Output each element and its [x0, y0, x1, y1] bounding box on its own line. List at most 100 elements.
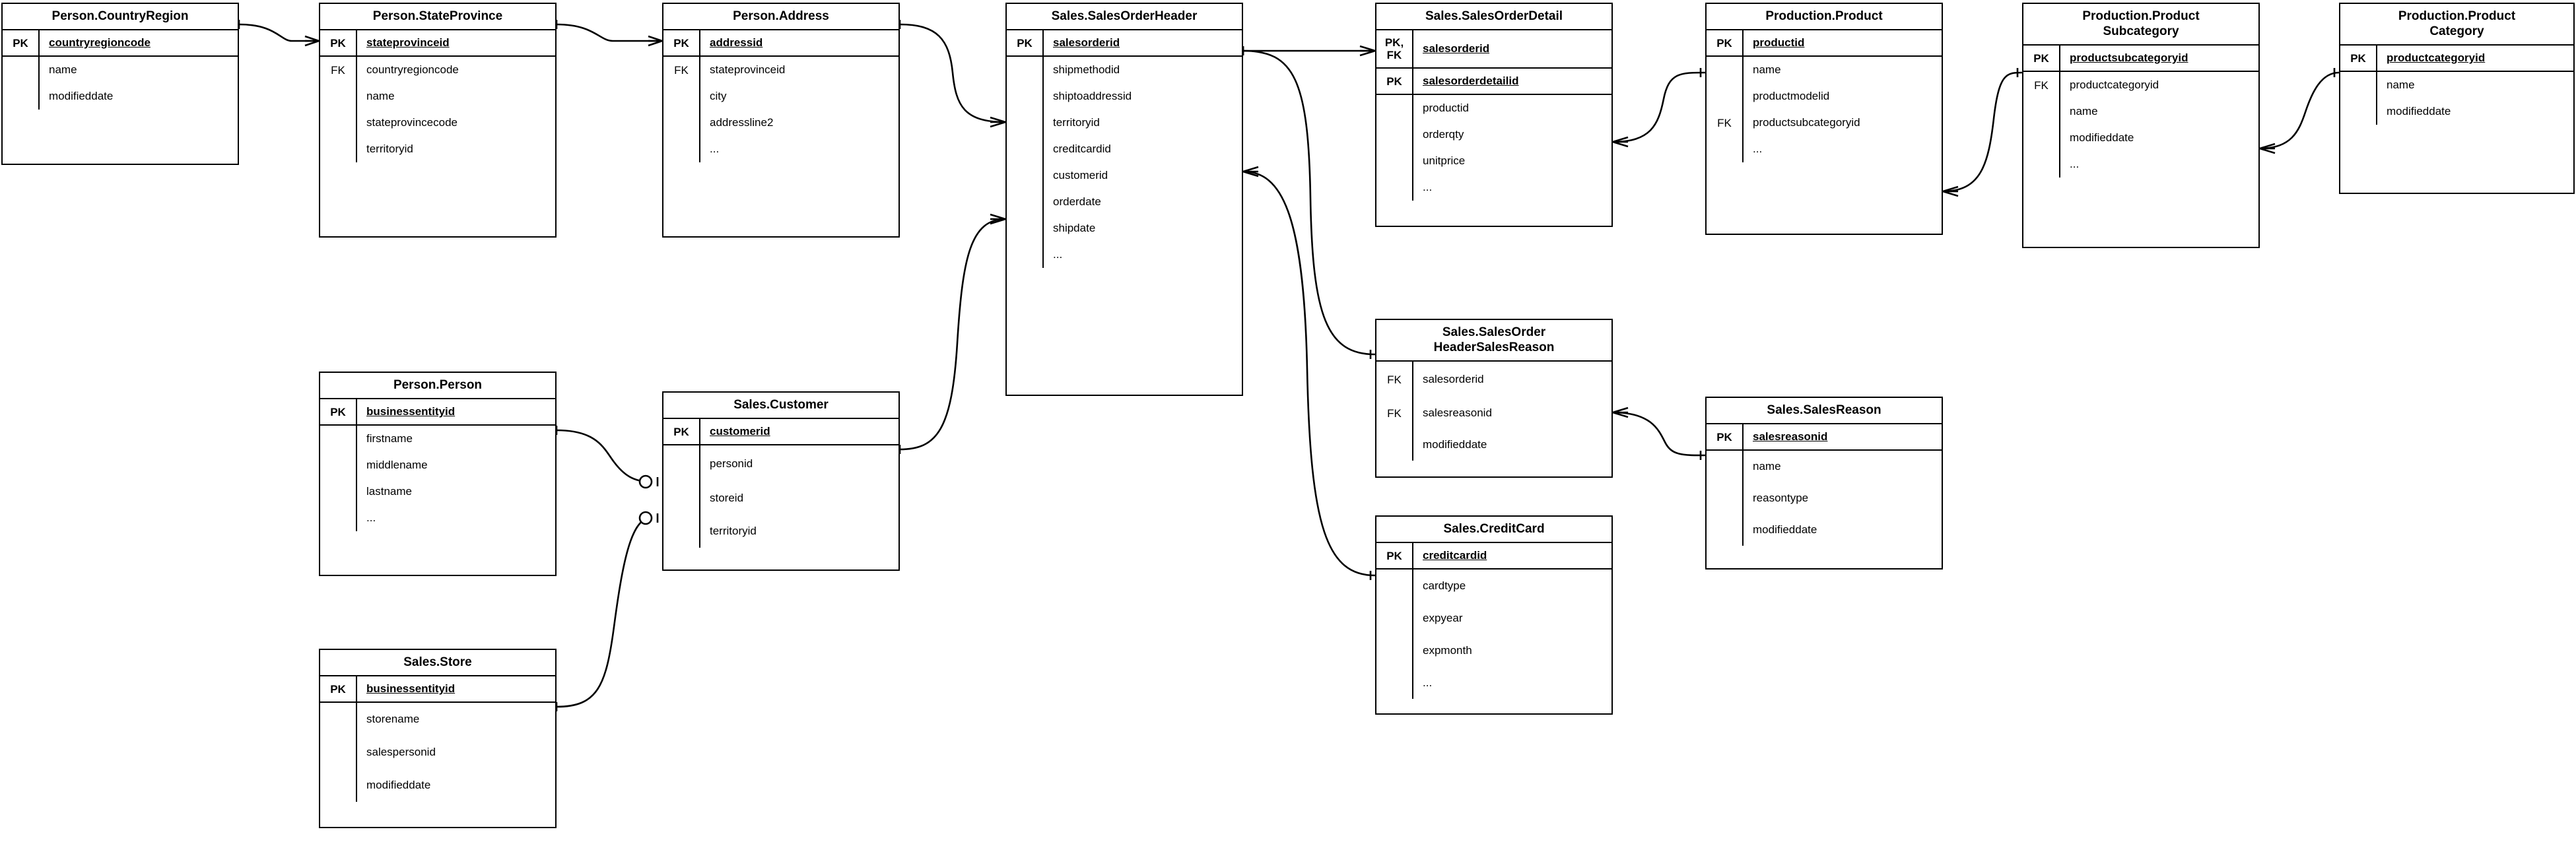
attribute-row[interactable]: PK businessentityid [320, 399, 555, 424]
attribute-name: customerid [1053, 169, 1108, 181]
attribute-row[interactable]: expyear [1376, 602, 1611, 634]
attribute-row[interactable]: modifieddate [2340, 98, 2573, 125]
attribute-row[interactable]: modifieddate [1376, 429, 1611, 461]
attribute-row[interactable]: ... [2023, 151, 2258, 178]
key-marker: FK [1707, 110, 1744, 136]
entity-title: Person.StateProvince [320, 4, 555, 30]
attribute-row[interactable]: shipmethodid [1007, 57, 1242, 83]
attribute-row[interactable]: FK countryregioncode [320, 57, 555, 83]
entity-production-productsubcategory[interactable]: Production.Product Subcategory PK produc… [2022, 3, 2260, 248]
attribute-row[interactable]: productid [1376, 95, 1611, 121]
attribute-row[interactable]: expmonth [1376, 634, 1611, 667]
attribute-name: productid [1423, 102, 1469, 114]
attribute-row[interactable]: PK customerid [663, 419, 898, 444]
attribute-row[interactable]: orderdate [1007, 189, 1242, 215]
entity-sales-salesorderdetail[interactable]: Sales.SalesOrderDetail PK, FK salesorder… [1375, 3, 1613, 227]
attribute-row[interactable]: creditcardid [1007, 136, 1242, 162]
key-marker [1376, 602, 1413, 634]
entity-person-address[interactable]: Person.Address PK addressid FK stateprov… [662, 3, 900, 238]
attribute-row[interactable]: territoryid [320, 136, 555, 162]
attribute-row[interactable]: ... [1376, 174, 1611, 201]
attribute-row[interactable]: productmodelid [1707, 83, 1942, 110]
attribute-row[interactable]: FK salesorderid [1376, 362, 1611, 397]
attribute-row[interactable]: PK stateprovinceid [320, 30, 555, 55]
key-marker [663, 136, 700, 162]
attribute-row[interactable]: modifieddate [1707, 514, 1942, 546]
attribute-row[interactable]: orderqty [1376, 121, 1611, 148]
entity-person-countryregion[interactable]: Person.CountryRegion PK countryregioncod… [1, 3, 239, 165]
attribute-row[interactable]: modifieddate [3, 83, 238, 110]
attribute-row[interactable]: cardtype [1376, 569, 1611, 602]
attribute-row[interactable]: firstname [320, 426, 555, 452]
key-marker [2023, 98, 2060, 125]
attribute-row[interactable]: name [2023, 98, 2258, 125]
attribute-row[interactable]: lastname [320, 478, 555, 505]
attribute-row[interactable]: personid [663, 445, 898, 482]
entity-production-productcategory[interactable]: Production.Product Category PK productca… [2339, 3, 2575, 194]
attribute-row[interactable]: customerid [1007, 162, 1242, 189]
key-marker [1376, 148, 1413, 174]
attribute-row[interactable]: FK salesreasonid [1376, 397, 1611, 429]
attribute-row[interactable]: PK salesreasonid [1707, 424, 1942, 449]
key-marker [1007, 189, 1044, 215]
key-marker: PK [2023, 46, 2060, 71]
entity-sales-salesorderheadersalesreason[interactable]: Sales.SalesOrder HeaderSalesReason FK sa… [1375, 319, 1613, 478]
entity-production-product[interactable]: Production.Product PK productid name pro… [1705, 3, 1943, 235]
attribute-row[interactable]: name [1707, 451, 1942, 482]
attribute-row[interactable]: territoryid [663, 515, 898, 548]
entity-sales-customer[interactable]: Sales.Customer PK customerid personid st… [662, 391, 900, 571]
attribute-row[interactable]: storeid [663, 482, 898, 515]
entity-person-person[interactable]: Person.Person PK businessentityid firstn… [319, 372, 557, 576]
attribute-row[interactable]: ... [1007, 242, 1242, 268]
attribute-row[interactable]: PK creditcardid [1376, 543, 1611, 568]
attribute-row[interactable]: territoryid [1007, 110, 1242, 136]
attribute-row[interactable]: name [1707, 57, 1942, 83]
attribute-row[interactable]: storename [320, 703, 555, 736]
attribute-row[interactable]: ... [1376, 667, 1611, 699]
attribute-row[interactable]: PK salesorderdetailid [1376, 69, 1611, 94]
attribute-row[interactable]: unitprice [1376, 148, 1611, 174]
key-section: PK, FK salesorderid [1376, 30, 1611, 69]
key-marker: FK [1376, 397, 1413, 429]
entity-sales-salesorderheader[interactable]: Sales.SalesOrderHeader PK salesorderid s… [1005, 3, 1243, 396]
attribute-row[interactable]: PK salesorderid [1007, 30, 1242, 55]
attribute-row[interactable]: PK addressid [663, 30, 898, 55]
attribute-row[interactable]: FK stateprovinceid [663, 57, 898, 83]
attribute-section: FK salesorderid FK salesreasonid modifie… [1376, 362, 1611, 461]
attribute-row[interactable]: name [320, 83, 555, 110]
attribute-row[interactable]: PK productsubcategoryid [2023, 46, 2258, 71]
attribute-row[interactable]: ... [1707, 136, 1942, 162]
attribute-row[interactable]: name [3, 57, 238, 83]
attribute-row[interactable]: FK productsubcategoryid [1707, 110, 1942, 136]
entity-title: Sales.SalesReason [1707, 398, 1942, 424]
attribute-row[interactable]: ... [320, 505, 555, 531]
attribute-row[interactable]: PK productid [1707, 30, 1942, 55]
attribute-row[interactable]: modifieddate [320, 769, 555, 802]
entity-sales-store[interactable]: Sales.Store PK businessentityid storenam… [319, 649, 557, 828]
attribute-name: reasontype [1753, 492, 1809, 504]
attribute-section: name productmodelid FK productsubcategor… [1707, 57, 1942, 162]
attribute-row[interactable]: stateprovincecode [320, 110, 555, 136]
attribute-row[interactable]: name [2340, 72, 2573, 98]
attribute-row[interactable]: ... [663, 136, 898, 162]
attribute-name: name [1753, 63, 1781, 76]
attribute-row[interactable]: modifieddate [2023, 125, 2258, 151]
attribute-row[interactable]: middlename [320, 452, 555, 478]
attribute-row[interactable]: shipdate [1007, 215, 1242, 242]
attribute-row[interactable]: shiptoaddressid [1007, 83, 1242, 110]
entity-person-stateprovince[interactable]: Person.StateProvince PK stateprovinceid … [319, 3, 557, 238]
key-marker [3, 57, 40, 83]
attribute-row[interactable]: FK productcategoryid [2023, 72, 2258, 98]
attribute-row[interactable]: city [663, 83, 898, 110]
attribute-row[interactable]: salespersonid [320, 736, 555, 769]
attribute-row[interactable]: reasontype [1707, 482, 1942, 514]
attribute-row[interactable]: PK productcategoryid [2340, 46, 2573, 71]
attribute-row[interactable]: PK businessentityid [320, 676, 555, 701]
entity-sales-salesreason[interactable]: Sales.SalesReason PK salesreasonid name … [1705, 397, 1943, 569]
attribute-row[interactable]: PK countryregioncode [3, 30, 238, 55]
attribute-row[interactable]: addressline2 [663, 110, 898, 136]
entity-sales-creditcard[interactable]: Sales.CreditCard PK creditcardid cardtyp… [1375, 515, 1613, 715]
attribute-row[interactable]: PK, FK salesorderid [1376, 30, 1611, 67]
attribute-name: territoryid [366, 143, 413, 155]
